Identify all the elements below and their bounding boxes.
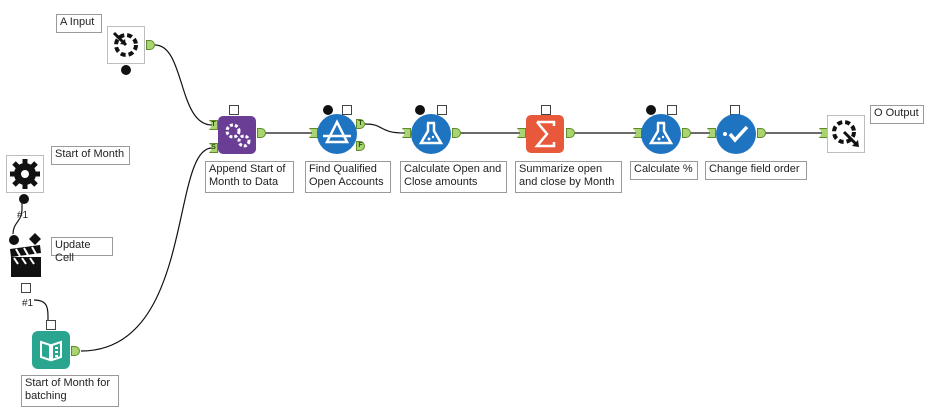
q-badge-icon	[9, 235, 19, 245]
macro-output-tool[interactable]	[827, 115, 865, 153]
batch-input-tool[interactable]	[32, 331, 70, 369]
check-icon	[723, 125, 749, 143]
q-badge-icon	[19, 194, 29, 204]
flask-icon	[648, 121, 674, 145]
sigma-icon	[534, 120, 556, 148]
label-update-cell: Update Cell	[51, 237, 113, 264]
summarize-output-anchor[interactable]	[566, 128, 575, 138]
label-calc-open-close: Calculate Open and Close amounts	[400, 161, 507, 193]
label-batch: Start of Month for batching	[21, 375, 119, 407]
label-summarize: Summarize open and close by Month	[515, 161, 622, 193]
bolt-badge-icon	[46, 320, 56, 330]
q-badge-icon	[415, 105, 425, 115]
wire-update-to-batch	[33, 299, 49, 321]
wire-som-to-update	[12, 200, 23, 235]
filter-false-anchor[interactable]: F	[356, 141, 365, 151]
connection-label: #1	[22, 298, 34, 309]
wire-batch-to-append	[80, 147, 213, 352]
update-cell-tool[interactable]	[8, 245, 44, 279]
append-output-anchor[interactable]	[257, 128, 266, 138]
gears-icon	[225, 123, 251, 148]
formula-tool-percent[interactable]	[641, 114, 681, 154]
label-calc-pct: Calculate %	[630, 161, 698, 180]
append-fields-tool[interactable]	[218, 116, 256, 154]
label-o-output: O Output	[870, 105, 924, 124]
select-tool[interactable]	[716, 114, 756, 154]
q-badge-icon	[323, 105, 333, 115]
macro-input-tool[interactable]	[107, 26, 145, 64]
bolt-badge-icon	[21, 283, 31, 293]
q-badge-icon	[646, 105, 656, 115]
filter-tool[interactable]	[317, 114, 357, 154]
bolt-badge-icon	[437, 105, 447, 115]
wire-filter-to-formula	[364, 123, 406, 134]
gear-icon	[10, 159, 40, 189]
input-output-anchor[interactable]	[146, 40, 155, 50]
diamond-icon	[29, 233, 41, 245]
formula-tool-open-close[interactable]	[411, 114, 451, 154]
flask-icon	[418, 121, 444, 145]
batch-output-anchor[interactable]	[71, 346, 80, 356]
bolt-badge-icon	[541, 105, 551, 115]
summarize-tool[interactable]	[526, 115, 564, 153]
select-output-anchor[interactable]	[757, 128, 766, 138]
formula2-output-anchor[interactable]	[682, 128, 691, 138]
connection-label: #1	[17, 210, 29, 221]
q-badge-icon	[121, 65, 131, 75]
bolt-badge-icon	[342, 105, 352, 115]
start-of-month-tool[interactable]	[6, 155, 44, 193]
filter-icon	[323, 119, 351, 144]
label-find-qualified: Find Qualified Open Accounts	[305, 161, 391, 193]
filter-true-anchor[interactable]: T	[356, 119, 365, 129]
formula1-output-anchor[interactable]	[452, 128, 461, 138]
book-icon	[40, 340, 62, 362]
bolt-badge-icon	[229, 105, 239, 115]
clapperboard-icon	[10, 245, 41, 277]
label-change-order: Change field order	[705, 161, 807, 180]
wire-input-to-append	[154, 44, 213, 126]
label-a-input: A Input	[56, 14, 102, 33]
bolt-badge-icon	[667, 105, 677, 115]
macro-output-icon	[832, 120, 859, 147]
macro-input-icon	[112, 31, 138, 57]
label-start-of-month: Start of Month	[51, 146, 130, 165]
label-append: Append Start of Month to Data	[205, 161, 294, 193]
